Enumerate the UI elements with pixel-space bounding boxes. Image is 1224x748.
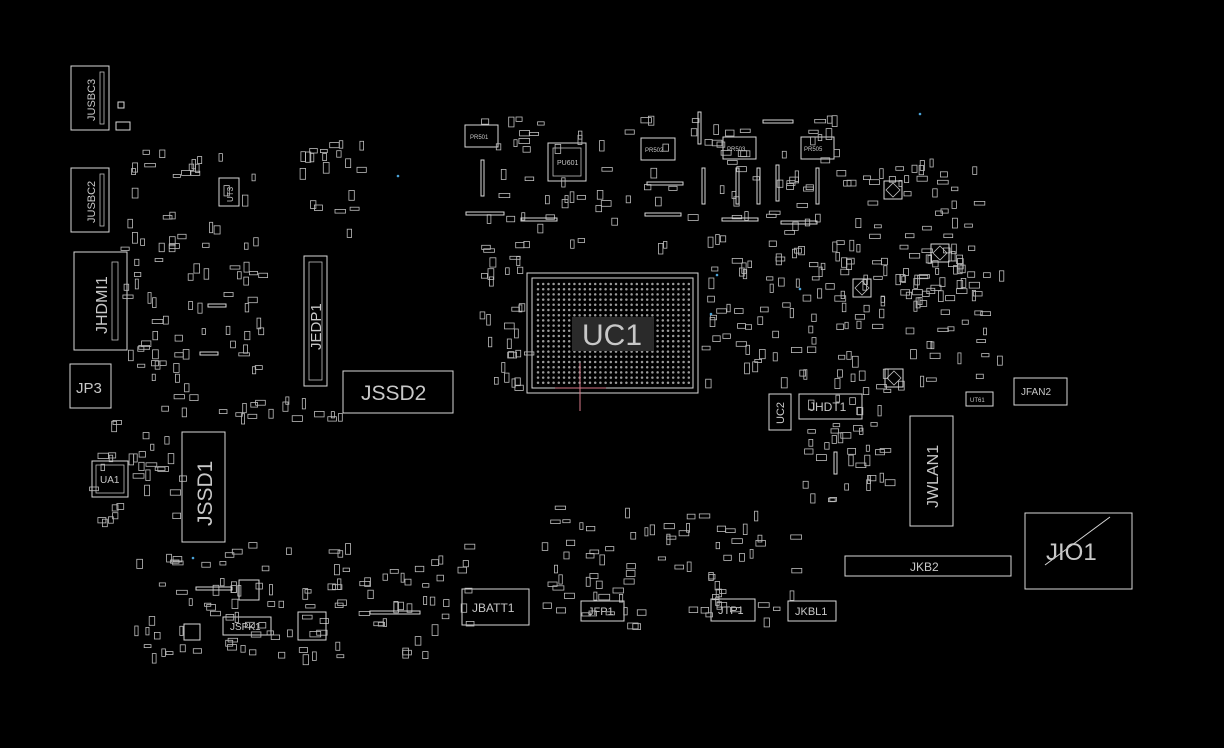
connector-jssd2[interactable]: JSSD2 — [342, 370, 454, 414]
via — [191, 556, 195, 560]
chip-pu601-label: PU601 — [557, 160, 579, 167]
chip-uc2[interactable]: UC2 — [768, 393, 792, 431]
connector-jio1[interactable]: JIO1 — [1024, 512, 1133, 590]
chip-ut3[interactable]: UT3 — [218, 177, 240, 207]
chip-pr502-label: PR502 — [645, 148, 664, 154]
chip-ua1[interactable]: UA1 — [91, 460, 129, 498]
connector-jbatt1-label: JBATT1 — [472, 601, 515, 615]
connector-jhdmi1-label: JHDMI1 — [94, 276, 111, 334]
connector-jtp1[interactable]: JTP1 — [710, 598, 756, 622]
chip-ut61-label: UT61 — [970, 398, 985, 404]
chip-ut3-label: UT3 — [226, 186, 235, 202]
chip-pr501-label: PR501 — [470, 135, 489, 141]
via — [798, 287, 802, 291]
connector-jedp1[interactable]: JEDP1 — [303, 255, 328, 387]
chip-ut61[interactable]: UT61 — [965, 391, 994, 407]
via — [709, 312, 713, 316]
connector-jbatt1[interactable]: JBATT1 — [461, 588, 530, 626]
cursor-crosshair — [555, 363, 606, 411]
via — [918, 112, 922, 116]
connector-jkb2[interactable]: JKB2 — [844, 555, 1012, 577]
chip-uc2-label: UC2 — [775, 402, 787, 424]
connector-jedp1-label: JEDP1 — [308, 303, 325, 350]
connector-jp3-label: JP3 — [76, 380, 102, 397]
connector-jfan2-label: JFAN2 — [1021, 387, 1051, 398]
connector-jhdt1-label: JHDT1 — [809, 400, 847, 414]
chip-uc1-label: UC1 — [582, 319, 642, 352]
via — [396, 174, 400, 178]
connector-jkbl1[interactable]: JKBL1 — [787, 600, 837, 622]
connector-jkbl1-label: JKBL1 — [795, 606, 827, 618]
chip-ua1-label: UA1 — [100, 475, 120, 486]
chip-pr505[interactable]: PR505 — [800, 136, 835, 160]
chip-pr501[interactable]: PR501 — [464, 124, 499, 148]
via — [715, 273, 719, 277]
connector-jwlan1[interactable]: JWLAN1 — [909, 415, 954, 527]
connector-jusbc3[interactable]: JUSBC3 — [70, 65, 110, 131]
connector-jfan2[interactable]: JFAN2 — [1013, 377, 1068, 406]
chip-pr503[interactable]: PR503 — [722, 136, 757, 160]
connector-jtp1-label: JTP1 — [718, 605, 744, 617]
connector-jssd1-label: JSSD1 — [194, 461, 217, 526]
chip-uc1[interactable]: UC1 — [526, 272, 699, 394]
connector-jp3[interactable]: JP3 — [69, 363, 112, 409]
connector-jwlan1-label: JWLAN1 — [925, 445, 942, 508]
connector-jssd2-label: JSSD2 — [361, 382, 426, 405]
chip-pr503-label: PR503 — [727, 147, 746, 153]
chip-pu601[interactable]: PU601 — [547, 142, 587, 182]
connector-jusbc2-label: JUSBC2 — [86, 181, 98, 223]
connector-jio1-label: JIO1 — [1046, 539, 1097, 566]
chip-pr505-label: PR505 — [804, 147, 823, 153]
connector-jssd1[interactable]: JSSD1 — [181, 431, 226, 543]
connector-jhdmi1[interactable]: JHDMI1 — [73, 251, 128, 351]
connector-jfp1[interactable]: JFP1 — [580, 600, 625, 622]
connector-jhdt1[interactable]: JHDT1 — [798, 393, 863, 420]
chip-pr502[interactable]: PR502 — [640, 137, 676, 161]
connector-jkb2-label: JKB2 — [910, 560, 939, 574]
connector-jusbc3-label: JUSBC3 — [86, 79, 98, 121]
connector-jusbc2[interactable]: JUSBC2 — [70, 167, 110, 233]
smd-components — [89, 111, 1005, 666]
